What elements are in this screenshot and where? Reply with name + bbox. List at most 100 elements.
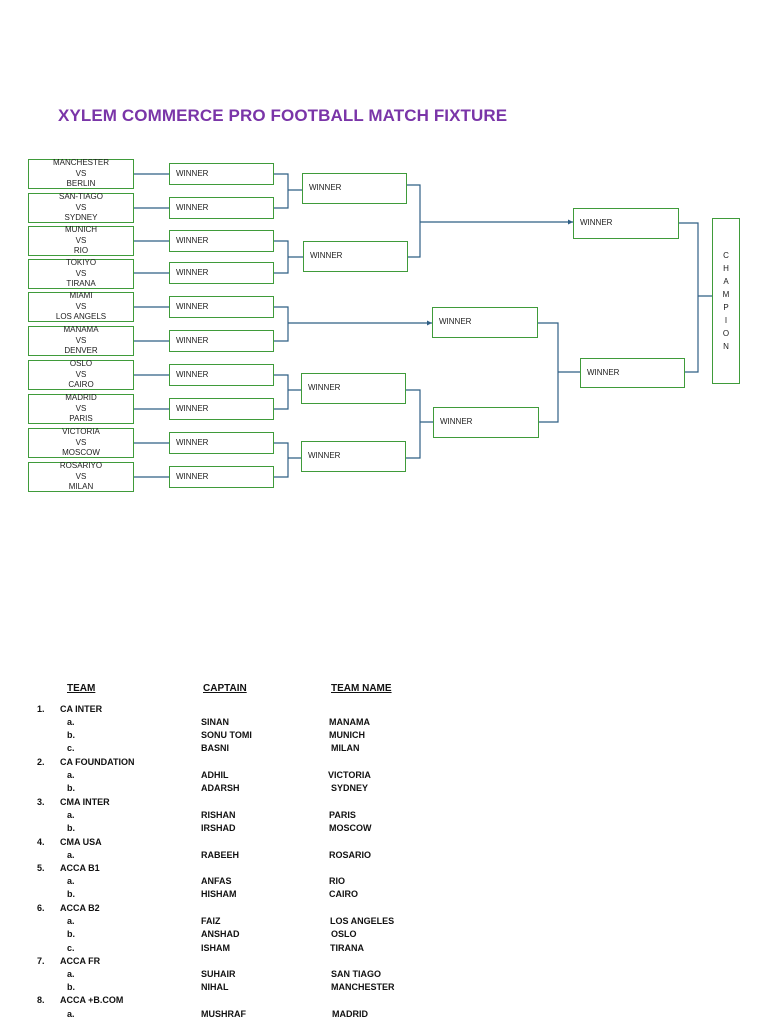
row-letter: b. xyxy=(67,783,75,793)
team-name: LOS ANGELS xyxy=(55,312,107,322)
winner-box: WINNER xyxy=(169,197,274,219)
column-header-captain: CAPTAIN xyxy=(203,683,247,694)
winner-box: WINNER xyxy=(169,230,274,252)
champion-letter: C xyxy=(723,251,729,260)
captain-cell: HISHAM xyxy=(201,889,237,899)
row-letter: a. xyxy=(67,876,75,886)
winner-box: WINNER xyxy=(302,173,407,204)
captain-cell: ADHIL xyxy=(201,770,229,780)
winner-box: WINNER xyxy=(169,364,274,386)
winner-box: WINNER xyxy=(169,432,274,454)
captain-cell: IRSHAD xyxy=(201,823,236,833)
team-name: ROSARIYO xyxy=(59,461,103,471)
team-name-cell: MOSCOW xyxy=(329,823,372,833)
row-letter: b. xyxy=(67,982,75,992)
captain-cell: SONU TOMI xyxy=(201,730,252,740)
row-letter: a. xyxy=(67,916,75,926)
team-name-cell: MANCHESTER xyxy=(331,982,395,992)
group-name: ACCA B2 xyxy=(60,903,100,913)
row-letter: b. xyxy=(67,730,75,740)
group-number: 2. xyxy=(37,757,45,767)
row-letter: a. xyxy=(67,810,75,820)
vs-label: VS xyxy=(75,268,87,278)
team-name: SAN-TIAGO xyxy=(58,192,103,202)
team-name-cell: MUNICH xyxy=(329,730,365,740)
team-name: MILAN xyxy=(68,482,94,492)
row-letter: a. xyxy=(67,770,75,780)
winner-box: WINNER xyxy=(169,398,274,420)
captain-cell: ANFAS xyxy=(201,876,232,886)
group-name: CMA INTER xyxy=(60,797,110,807)
vs-label: VS xyxy=(75,235,87,245)
captain-cell: ANSHAD xyxy=(201,929,240,939)
team-name: TIRANA xyxy=(66,279,96,289)
group-number: 7. xyxy=(37,956,45,966)
team-name-cell: SYDNEY xyxy=(331,783,369,793)
captain-cell: ISHAM xyxy=(201,943,230,953)
winner-box: WINNER xyxy=(169,262,274,284)
vs-label: VS xyxy=(75,369,87,379)
captain-cell: FAIZ xyxy=(201,916,221,926)
row-letter: a. xyxy=(67,850,75,860)
vs-label: VS xyxy=(75,168,87,178)
captain-cell: BASNI xyxy=(201,743,230,753)
winner-box: WINNER xyxy=(169,296,274,318)
winner-box: WINNER xyxy=(303,241,408,272)
group-number: 6. xyxy=(37,903,45,913)
team-name: RIO xyxy=(73,246,89,256)
captain-cell: RISHAN xyxy=(201,810,236,820)
group-number: 3. xyxy=(37,797,45,807)
champion-letter: H xyxy=(723,264,729,273)
champion-letter: I xyxy=(724,316,728,325)
winner-box: WINNER xyxy=(433,407,539,438)
group-number: 1. xyxy=(37,704,45,714)
group-name: CA FOUNDATION xyxy=(60,757,135,767)
champion-letter: N xyxy=(723,342,729,351)
vs-label: VS xyxy=(75,301,87,311)
team-name: TOKIYO xyxy=(65,258,97,268)
winner-box: WINNER xyxy=(573,208,679,239)
group-name: ACCA +B.COM xyxy=(60,995,124,1005)
team-name-cell: ROSARIO xyxy=(329,850,372,860)
team-name-cell: TIRANA xyxy=(330,943,364,953)
team-name: BERLIN xyxy=(66,179,96,189)
winner-box: WINNER xyxy=(169,330,274,352)
team-name-cell: CAIRO xyxy=(329,889,358,899)
vs-label: VS xyxy=(75,202,87,212)
team-name: MIAMI xyxy=(69,291,93,301)
team-name: CAIRO xyxy=(68,380,94,390)
team-name: MUNICH xyxy=(65,225,97,235)
team-name: SYDNEY xyxy=(64,213,98,223)
group-name: ACCA FR xyxy=(60,956,101,966)
team-name-cell: MILAN xyxy=(331,743,360,753)
team-name-cell: MANAMA xyxy=(329,717,370,727)
team-name: DENVER xyxy=(64,346,98,356)
group-number: 4. xyxy=(37,837,45,847)
row-letter: c. xyxy=(67,743,75,753)
champion-box: C H A M P I O N xyxy=(712,218,740,384)
winner-box: WINNER xyxy=(169,466,274,488)
captain-cell: ADARSH xyxy=(201,783,240,793)
team-name: OSLO xyxy=(69,359,93,369)
row-letter: b. xyxy=(67,823,75,833)
winner-box: WINNER xyxy=(301,373,406,404)
captain-cell: SINAN xyxy=(201,717,230,727)
row-letter: b. xyxy=(67,889,75,899)
champion-letter: O xyxy=(722,329,730,338)
winner-box: WINNER xyxy=(301,441,406,472)
champion-letter: P xyxy=(723,303,729,312)
team-name-cell: RIO xyxy=(329,876,346,886)
team-name: MADRID xyxy=(65,393,97,403)
team-name: MOSCOW xyxy=(62,448,100,458)
team-name-cell: PARIS xyxy=(329,810,356,820)
column-header-team-name: TEAM NAME xyxy=(331,683,392,694)
